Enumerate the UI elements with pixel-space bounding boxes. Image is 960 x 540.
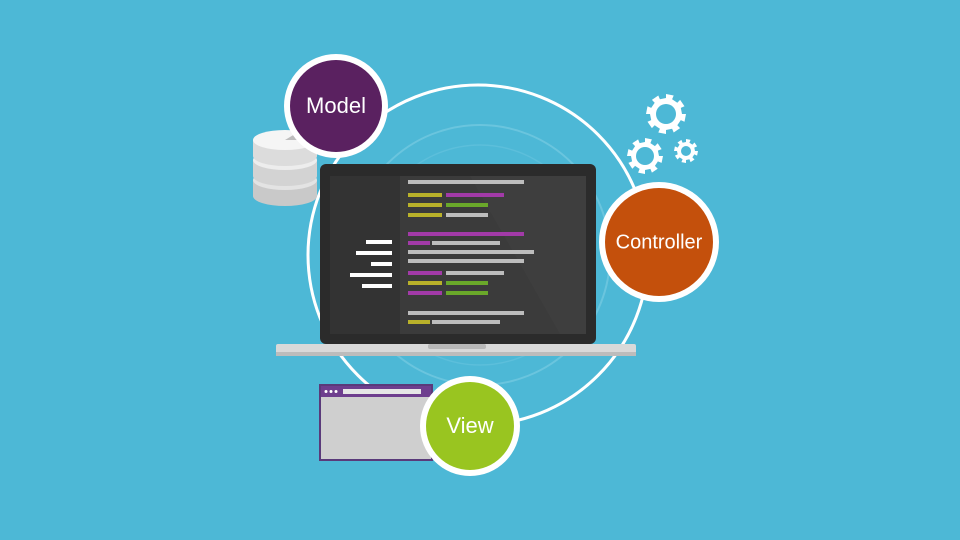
database-icon xyxy=(253,130,318,206)
gear-icon xyxy=(674,139,698,163)
code-line xyxy=(408,320,430,324)
laptop-notch xyxy=(428,344,486,349)
code-line xyxy=(446,281,488,285)
model-label: Model xyxy=(306,93,366,118)
code-line xyxy=(446,291,488,295)
code-line xyxy=(408,259,524,263)
view-node: View xyxy=(420,376,520,476)
code-line xyxy=(446,271,504,275)
code-line xyxy=(408,250,534,254)
code-line xyxy=(446,213,488,217)
model-node-circle xyxy=(290,60,382,152)
view-node-circle xyxy=(426,382,514,470)
code-line xyxy=(408,203,442,207)
code-line xyxy=(408,241,430,245)
view-label: View xyxy=(446,413,493,438)
gear-icon xyxy=(627,138,663,174)
code-lines xyxy=(408,180,534,324)
code-line xyxy=(446,193,504,197)
laptop-icon xyxy=(276,164,636,356)
code-line xyxy=(408,232,524,236)
code-line xyxy=(408,180,524,184)
code-line xyxy=(446,203,488,207)
code-line xyxy=(408,291,442,295)
code-line xyxy=(408,213,442,217)
controller-label: Controller xyxy=(616,231,703,253)
code-line xyxy=(408,193,442,197)
code-line xyxy=(432,320,500,324)
controller-node: Controller xyxy=(599,182,719,302)
controller-node-circle xyxy=(605,188,713,296)
gear-icon xyxy=(646,94,686,134)
code-line xyxy=(408,311,524,315)
model-node: Model xyxy=(284,54,388,158)
browser-window-icon xyxy=(319,384,433,461)
sidebar-lines xyxy=(350,240,392,288)
code-line xyxy=(408,281,442,285)
code-line xyxy=(432,241,500,245)
code-line xyxy=(408,271,442,275)
